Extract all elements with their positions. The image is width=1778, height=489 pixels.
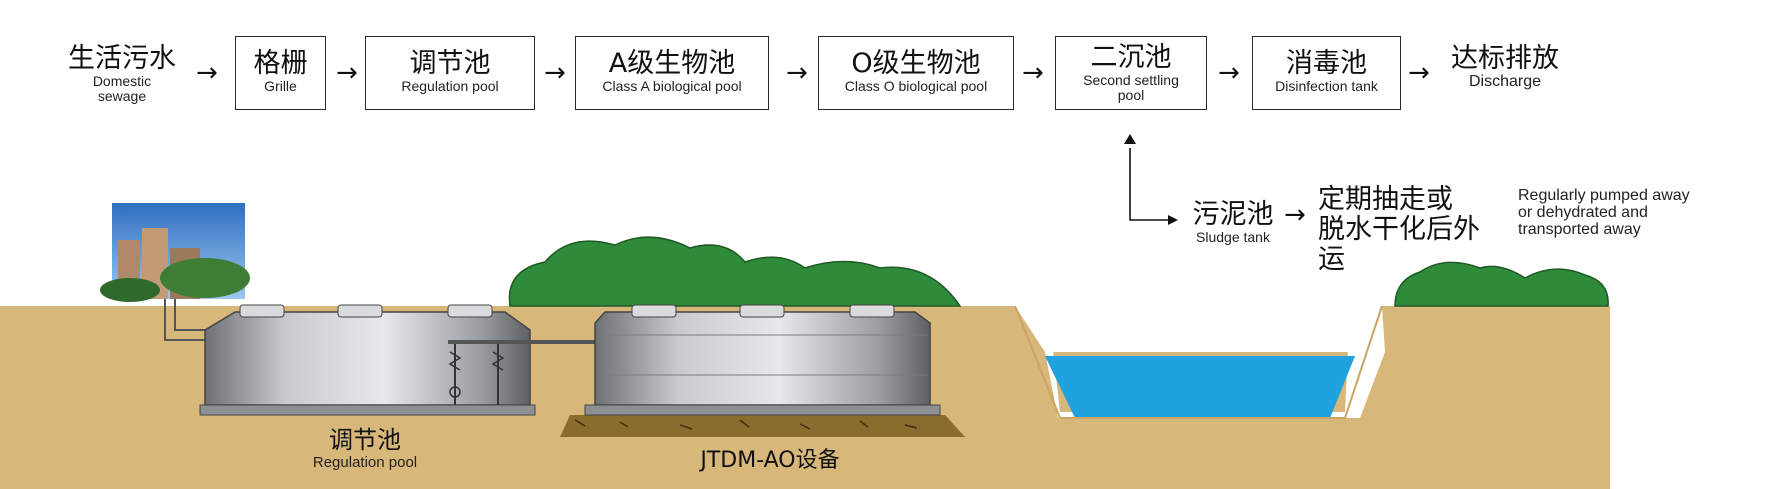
disposal-zh-1: 定期抽走或: [1318, 185, 1503, 215]
flow-arrow-2: →: [336, 60, 358, 86]
step-regulation-en: Regulation pool: [366, 79, 534, 94]
flow-arrow-4: →: [786, 60, 808, 86]
step-grille-en: Grille: [236, 79, 325, 94]
photo-inset: [100, 203, 250, 302]
disposal-en-3: transported away: [1518, 221, 1768, 238]
equipment-label: JTDM-AO设备: [660, 446, 880, 476]
disposal-en-1: Regularly pumped away: [1518, 187, 1768, 204]
flow-arrow-7: →: [1408, 60, 1430, 86]
step-settling-zh: 二沉池: [1056, 43, 1206, 73]
sink-zh: 达标排放: [1440, 44, 1570, 74]
step-grille: 格栅 Grille: [235, 36, 326, 110]
step-settling-en-1: Second settling: [1056, 73, 1206, 88]
flow-arrow-1: →: [196, 60, 218, 86]
ao-equipment: [560, 305, 965, 437]
step-class-o-pool: O级生物池 Class O biological pool: [818, 36, 1014, 110]
sink-discharge: 达标排放 Discharge: [1440, 44, 1570, 89]
flow-arrow-3: →: [544, 60, 566, 86]
step-disinfection-tank: 消毒池 Disinfection tank: [1252, 36, 1401, 110]
sludge-en: Sludge tank: [1178, 230, 1288, 245]
step-grille-zh: 格栅: [236, 49, 325, 79]
scene-regulation-zh: 调节池: [285, 425, 445, 455]
step-class-a-pool: A级生物池 Class A biological pool: [575, 36, 769, 110]
sludge-tank: 污泥池 Sludge tank: [1178, 200, 1288, 245]
scene-regulation-en: Regulation pool: [285, 455, 445, 470]
step-class-o-en: Class O biological pool: [819, 79, 1013, 94]
step-second-settling-pool: 二沉池 Second settling pool: [1055, 36, 1207, 110]
step-class-o-zh: O级生物池: [819, 49, 1013, 79]
sink-en: Discharge: [1440, 74, 1570, 89]
disposal-zh-2: 脱水干化后外运: [1318, 215, 1503, 275]
regulation-pool-label: 调节池 Regulation pool: [285, 425, 445, 470]
water: [1045, 356, 1355, 418]
step-class-a-en: Class A biological pool: [576, 79, 768, 94]
sludge-disposal-en: Regularly pumped away or dehydrated and …: [1518, 187, 1768, 238]
flow-arrow-6: →: [1218, 60, 1240, 86]
step-regulation-zh: 调节池: [366, 49, 534, 79]
step-disinfection-zh: 消毒池: [1253, 49, 1400, 79]
sludge-arrow: →: [1284, 202, 1306, 228]
source-zh: 生活污水: [62, 44, 182, 74]
sludge-disposal-zh: 定期抽走或 脱水干化后外运: [1318, 185, 1503, 275]
disposal-en-2: or dehydrated and: [1518, 204, 1768, 221]
flow-arrow-5: →: [1022, 60, 1044, 86]
source-domestic-sewage: 生活污水 Domestic sewage: [62, 44, 182, 104]
step-disinfection-en: Disinfection tank: [1253, 79, 1400, 94]
source-en-2: sewage: [62, 89, 182, 104]
sludge-zh: 污泥池: [1178, 200, 1288, 230]
source-en-1: Domestic: [62, 74, 182, 89]
step-regulation-pool: 调节池 Regulation pool: [365, 36, 535, 110]
step-settling-en-2: pool: [1056, 88, 1206, 103]
sludge-connector: [1130, 148, 1170, 220]
step-class-a-zh: A级生物池: [576, 49, 768, 79]
equipment-label-text: JTDM-AO设备: [660, 446, 880, 476]
